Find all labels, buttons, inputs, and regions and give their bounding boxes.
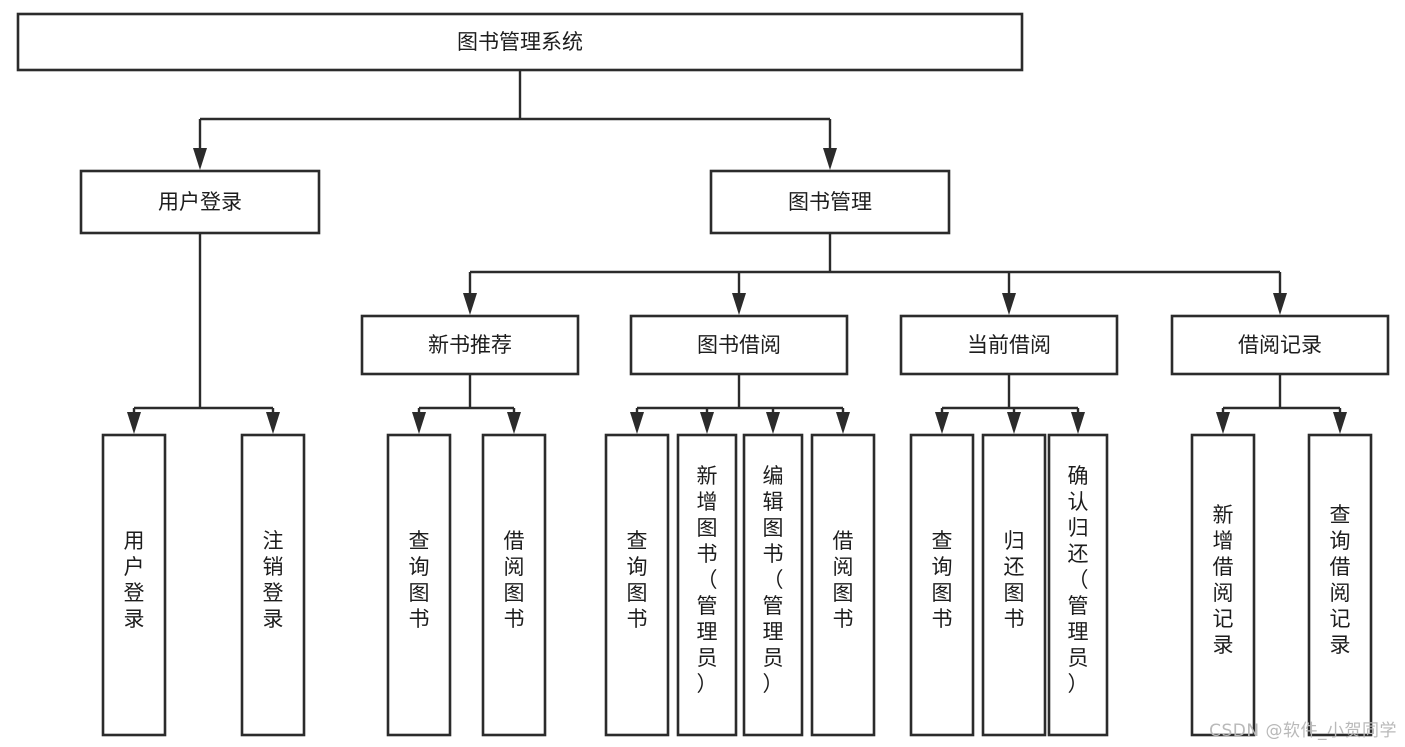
node-label-book-borrow: 图书借阅: [697, 333, 781, 357]
connector-arrowhead: [935, 412, 949, 434]
connector-group-book-borrow: [630, 374, 850, 434]
node-leaf-user-login[interactable]: 用户登录: [101, 433, 167, 737]
node-box-leaf-return-book[interactable]: [981, 433, 1047, 737]
connector-arrowhead: [1002, 293, 1016, 315]
node-label-user-login: 用户登录: [158, 190, 242, 214]
node-leaf-return-book[interactable]: 归还图书: [981, 433, 1047, 737]
connector-layer: [127, 70, 1347, 434]
connector-arrowhead: [193, 148, 207, 170]
node-leaf-add-book[interactable]: 新增图书（管理员）: [676, 433, 738, 737]
node-layer: 图书管理系统用户登录图书管理新书推荐图书借阅当前借阅借阅记录用户登录注销登录查询…: [16, 12, 1390, 737]
node-label-leaf-query-book-rec: 查询图书: [409, 529, 430, 631]
connector-arrowhead: [700, 412, 714, 434]
node-leaf-query-book-current[interactable]: 查询图书: [909, 433, 975, 737]
connector-arrowhead: [266, 412, 280, 434]
node-box-leaf-borrow-book-rec[interactable]: [481, 433, 547, 737]
connector-arrowhead: [1333, 412, 1347, 434]
node-borrow-record[interactable]: 借阅记录: [1170, 314, 1390, 376]
node-box-user-login[interactable]: [79, 169, 321, 235]
connector-arrowhead: [507, 412, 521, 434]
node-label-leaf-query-book-current: 查询图书: [932, 529, 953, 631]
node-box-leaf-add-book[interactable]: [676, 433, 738, 737]
node-new-book-rec[interactable]: 新书推荐: [360, 314, 580, 376]
node-box-root[interactable]: [16, 12, 1024, 72]
node-box-leaf-add-record[interactable]: [1190, 433, 1256, 737]
node-leaf-add-record[interactable]: 新增借阅记录: [1190, 433, 1256, 737]
node-leaf-query-record[interactable]: 查询借阅记录: [1307, 433, 1373, 737]
node-label-leaf-borrow-book: 借阅图书: [833, 529, 854, 631]
node-label-new-book-rec: 新书推荐: [428, 333, 512, 357]
node-label-leaf-logout: 注销登录: [263, 529, 284, 631]
connector-group-root: [193, 70, 837, 170]
node-leaf-borrow-book-rec[interactable]: 借阅图书: [481, 433, 547, 737]
connector-arrowhead: [630, 412, 644, 434]
node-label-leaf-return-book: 归还图书: [1004, 529, 1025, 631]
node-box-leaf-logout[interactable]: [240, 433, 306, 737]
connector-arrowhead: [836, 412, 850, 434]
connector-arrowhead: [1007, 412, 1021, 434]
node-label-root: 图书管理系统: [457, 30, 583, 54]
node-box-new-book-rec[interactable]: [360, 314, 580, 376]
node-box-leaf-borrow-book[interactable]: [810, 433, 876, 737]
node-user-login[interactable]: 用户登录: [79, 169, 321, 235]
node-box-leaf-edit-book[interactable]: [742, 433, 804, 737]
connector-arrowhead: [412, 412, 426, 434]
node-box-book-borrow[interactable]: [629, 314, 849, 376]
connector-arrowhead: [1071, 412, 1085, 434]
node-label-leaf-confirm-return: 确认归还（管理员）: [1068, 464, 1089, 696]
node-box-book-manage[interactable]: [709, 169, 951, 235]
connector-arrowhead: [823, 148, 837, 170]
connector-arrowhead: [766, 412, 780, 434]
node-label-leaf-add-record: 新增借阅记录: [1213, 503, 1234, 657]
node-box-leaf-query-book-rec[interactable]: [386, 433, 452, 737]
node-label-borrow-record: 借阅记录: [1238, 333, 1322, 357]
node-current-borrow[interactable]: 当前借阅: [899, 314, 1119, 376]
connector-arrowhead: [463, 293, 477, 315]
node-leaf-borrow-book[interactable]: 借阅图书: [810, 433, 876, 737]
node-box-leaf-confirm-return[interactable]: [1047, 433, 1109, 737]
node-label-leaf-query-record: 查询借阅记录: [1330, 503, 1351, 657]
node-box-current-borrow[interactable]: [899, 314, 1119, 376]
node-box-leaf-query-book-borrow[interactable]: [604, 433, 670, 737]
node-leaf-query-book-rec[interactable]: 查询图书: [386, 433, 452, 737]
connector-arrowhead: [1216, 412, 1230, 434]
connector-group-borrow-record: [1216, 374, 1347, 434]
connector-group-current-borrow: [935, 374, 1085, 434]
connector-group-user-login: [127, 233, 280, 434]
node-label-leaf-query-book-borrow: 查询图书: [627, 529, 648, 631]
connector-arrowhead: [1273, 293, 1287, 315]
connector-arrowhead: [127, 412, 141, 434]
node-leaf-query-book-borrow[interactable]: 查询图书: [604, 433, 670, 737]
node-root[interactable]: 图书管理系统: [16, 12, 1024, 72]
node-label-leaf-user-login: 用户登录: [124, 529, 145, 631]
node-box-leaf-user-login[interactable]: [101, 433, 167, 737]
connector-group-book-manage: [463, 233, 1287, 315]
node-label-leaf-add-book: 新增图书（管理员）: [697, 464, 718, 696]
csdn-watermark: CSDN @软件_小贺同学: [1209, 721, 1397, 741]
node-label-current-borrow: 当前借阅: [967, 333, 1051, 357]
node-label-leaf-edit-book: 编辑图书（管理员）: [763, 464, 784, 696]
node-leaf-edit-book[interactable]: 编辑图书（管理员）: [742, 433, 804, 737]
node-book-borrow[interactable]: 图书借阅: [629, 314, 849, 376]
node-label-book-manage: 图书管理: [788, 190, 872, 214]
node-leaf-logout[interactable]: 注销登录: [240, 433, 306, 737]
node-box-leaf-query-book-current[interactable]: [909, 433, 975, 737]
node-leaf-confirm-return[interactable]: 确认归还（管理员）: [1047, 433, 1109, 737]
node-book-manage[interactable]: 图书管理: [709, 169, 951, 235]
connector-arrowhead: [732, 293, 746, 315]
connector-group-new-book-rec: [412, 374, 521, 434]
node-label-leaf-borrow-book-rec: 借阅图书: [504, 529, 525, 631]
node-box-leaf-query-record[interactable]: [1307, 433, 1373, 737]
node-box-borrow-record[interactable]: [1170, 314, 1390, 376]
